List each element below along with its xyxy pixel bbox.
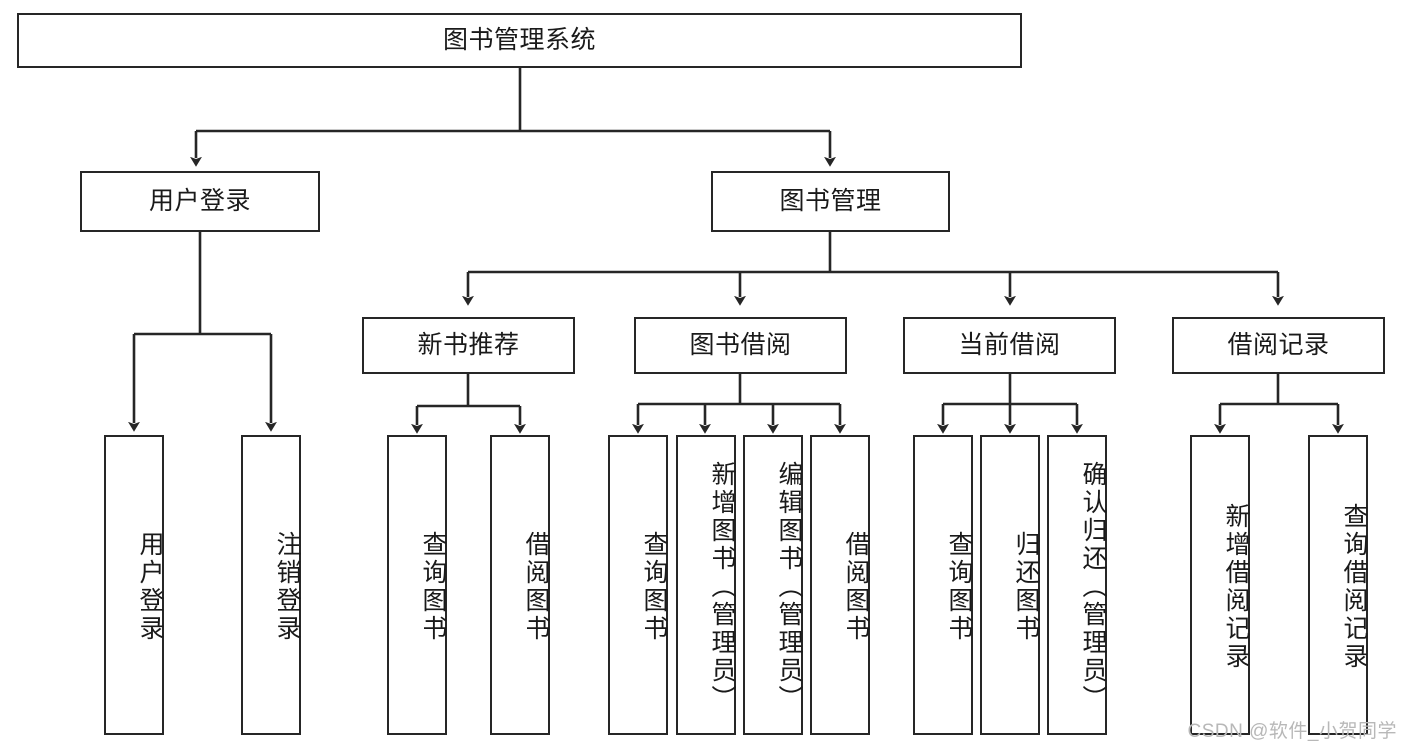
node-book-borrow[interactable]: 图书借阅 <box>634 317 847 374</box>
node-leaf-return-book[interactable]: 归还图书 <box>980 435 1040 735</box>
node-new-book-recommend-label: 新书推荐 <box>417 330 520 359</box>
node-borrow-record[interactable]: 借阅记录 <box>1172 317 1385 374</box>
node-leaf-query-book-3[interactable]: 查询图书 <box>913 435 973 735</box>
node-leaf-edit-book[interactable]: 编辑图书（管理员） <box>743 435 803 735</box>
node-leaf-query-book-1-label: 查询图书 <box>419 531 447 643</box>
node-current-borrow-label: 当前借阅 <box>958 330 1061 359</box>
node-leaf-add-record-label: 新增借阅记录 <box>1222 503 1250 671</box>
node-leaf-query-record[interactable]: 查询借阅记录 <box>1308 435 1368 735</box>
node-leaf-query-book-3-label: 查询图书 <box>945 531 973 643</box>
node-leaf-confirm-return-label: 确认归还（管理员） <box>1079 461 1107 713</box>
node-book-management-label: 图书管理 <box>779 186 882 215</box>
node-book-borrow-label: 图书借阅 <box>689 330 792 359</box>
node-leaf-borrow-book-2[interactable]: 借阅图书 <box>810 435 870 735</box>
node-borrow-record-label: 借阅记录 <box>1227 330 1330 359</box>
node-leaf-borrow-book-1[interactable]: 借阅图书 <box>490 435 550 735</box>
watermark: CSDN @软件_小贺同学 <box>1187 721 1397 742</box>
node-leaf-user-login[interactable]: 用户登录 <box>104 435 164 735</box>
node-leaf-borrow-book-2-label: 借阅图书 <box>842 531 870 643</box>
node-book-management[interactable]: 图书管理 <box>711 171 950 232</box>
node-leaf-edit-book-label: 编辑图书（管理员） <box>775 461 803 713</box>
node-leaf-add-book[interactable]: 新增图书（管理员） <box>676 435 736 735</box>
node-root-label: 图书管理系统 <box>442 25 596 54</box>
node-current-borrow[interactable]: 当前借阅 <box>903 317 1116 374</box>
node-leaf-query-book-2[interactable]: 查询图书 <box>608 435 668 735</box>
node-leaf-borrow-book-1-label: 借阅图书 <box>522 531 550 643</box>
node-leaf-logout-login[interactable]: 注销登录 <box>241 435 301 735</box>
node-leaf-user-login-label: 用户登录 <box>136 531 164 643</box>
node-user-login[interactable]: 用户登录 <box>80 171 320 232</box>
node-leaf-add-record[interactable]: 新增借阅记录 <box>1190 435 1250 735</box>
node-new-book-recommend[interactable]: 新书推荐 <box>362 317 575 374</box>
node-leaf-confirm-return[interactable]: 确认归还（管理员） <box>1047 435 1107 735</box>
node-leaf-add-book-label: 新增图书（管理员） <box>708 461 736 713</box>
node-leaf-logout-login-label: 注销登录 <box>273 531 301 643</box>
node-leaf-query-record-label: 查询借阅记录 <box>1340 503 1368 671</box>
node-user-login-label: 用户登录 <box>148 186 251 215</box>
node-root[interactable]: 图书管理系统 <box>17 13 1022 68</box>
node-leaf-query-book-1[interactable]: 查询图书 <box>387 435 447 735</box>
node-leaf-query-book-2-label: 查询图书 <box>640 531 668 643</box>
node-leaf-return-book-label: 归还图书 <box>1012 531 1040 643</box>
